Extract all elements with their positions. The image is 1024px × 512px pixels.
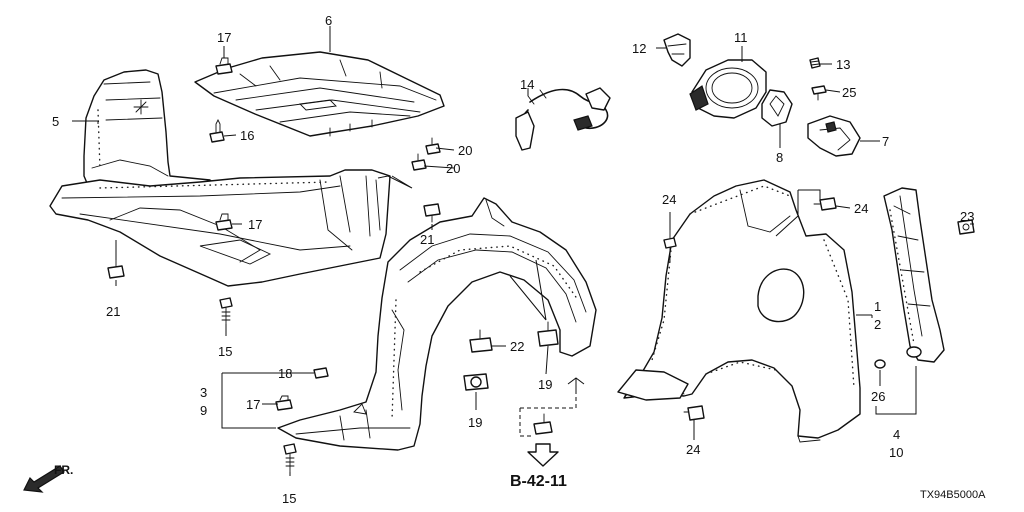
- callout-23: 23: [960, 209, 974, 224]
- callout-25: 25: [842, 85, 856, 100]
- callout-4: 4: [893, 427, 900, 442]
- callout-19-right: 19: [538, 377, 552, 392]
- section-ref-arrow: [527, 443, 559, 467]
- bolt-24-right[interactable]: [813, 197, 837, 211]
- fuel-filler-lid[interactable]: [689, 59, 767, 119]
- callout-26: 26: [871, 389, 885, 404]
- diagram-code: TX94B5000A: [920, 489, 986, 501]
- callout-7: 7: [882, 134, 889, 149]
- screw-15-upper[interactable]: [219, 297, 233, 325]
- callout-9: 9: [200, 403, 207, 418]
- callout-11: 11: [734, 30, 748, 45]
- callout-18: 18: [278, 366, 292, 381]
- clip-17-lower[interactable]: [275, 395, 293, 411]
- callout-12: 12: [632, 41, 646, 56]
- callout-22: 22: [510, 339, 524, 354]
- wire-harness[interactable]: [515, 87, 611, 151]
- clip-21-left[interactable]: [107, 259, 125, 279]
- clip-22[interactable]: [469, 329, 493, 353]
- clip-18[interactable]: [313, 367, 329, 379]
- splash-shield[interactable]: [83, 69, 219, 195]
- callout-16: 16: [240, 128, 254, 143]
- inner-fender-liner[interactable]: [277, 197, 597, 451]
- callout-21-right: 21: [420, 232, 434, 247]
- clip-16[interactable]: [209, 118, 225, 143]
- spring-clip-13[interactable]: [809, 57, 821, 69]
- clip-b-42-11[interactable]: [533, 413, 553, 435]
- clip-19-left[interactable]: [463, 373, 489, 391]
- callout-2: 2: [874, 317, 881, 332]
- callout-6: 6: [325, 13, 332, 28]
- clip-20-lower[interactable]: [411, 153, 427, 171]
- callout-labels: 5 6 17 16 20 20 17 21 21 15 18 3 9 17 15…: [52, 13, 986, 506]
- fuel-lid-hinge[interactable]: [663, 33, 691, 67]
- clip-20-upper[interactable]: [425, 137, 441, 155]
- callout-24-bottom: 24: [686, 442, 700, 457]
- screw-25[interactable]: [811, 85, 827, 101]
- bolt-24-bottom[interactable]: [683, 405, 705, 421]
- bolt-24-left[interactable]: [663, 229, 677, 263]
- leader-lines: [72, 26, 974, 476]
- callout-17-top: 17: [217, 30, 231, 45]
- callout-15-upper: 15: [218, 344, 232, 359]
- front-arrow-icon: [23, 465, 65, 493]
- callout-10: 10: [889, 445, 903, 460]
- fuel-lid-seal[interactable]: [761, 89, 793, 127]
- clip-21-right[interactable]: [423, 203, 441, 223]
- callout-3: 3: [200, 385, 207, 400]
- callout-21-left: 21: [106, 304, 120, 319]
- callout-5: 5: [52, 114, 59, 129]
- section-reference: B-42-11: [510, 473, 567, 490]
- callout-24-left: 24: [662, 192, 676, 207]
- callout-20-lower: 20: [446, 161, 460, 176]
- callout-20-upper: 20: [458, 143, 472, 158]
- callout-24-right: 24: [854, 201, 868, 216]
- screw-15-lower[interactable]: [283, 443, 297, 473]
- callout-15-lower: 15: [282, 491, 296, 506]
- under-cover[interactable]: [194, 51, 445, 137]
- fuel-lid-spring[interactable]: [807, 115, 861, 157]
- front-direction-label: FR.: [54, 463, 73, 477]
- fender-side-bracket[interactable]: [883, 187, 945, 363]
- callout-8: 8: [776, 150, 783, 165]
- callout-13: 13: [836, 57, 850, 72]
- callout-17-lower: 17: [246, 397, 260, 412]
- callout-14: 14: [520, 77, 534, 92]
- clip-17-top[interactable]: [215, 57, 233, 75]
- callout-1: 1: [874, 299, 881, 314]
- callout-19-left: 19: [468, 415, 482, 430]
- callout-17-mid: 17: [248, 217, 262, 232]
- washer-26[interactable]: [874, 359, 886, 369]
- clip-19-right[interactable]: [537, 321, 559, 347]
- front-fender[interactable]: [617, 179, 861, 443]
- clip-17-mid[interactable]: [215, 213, 233, 231]
